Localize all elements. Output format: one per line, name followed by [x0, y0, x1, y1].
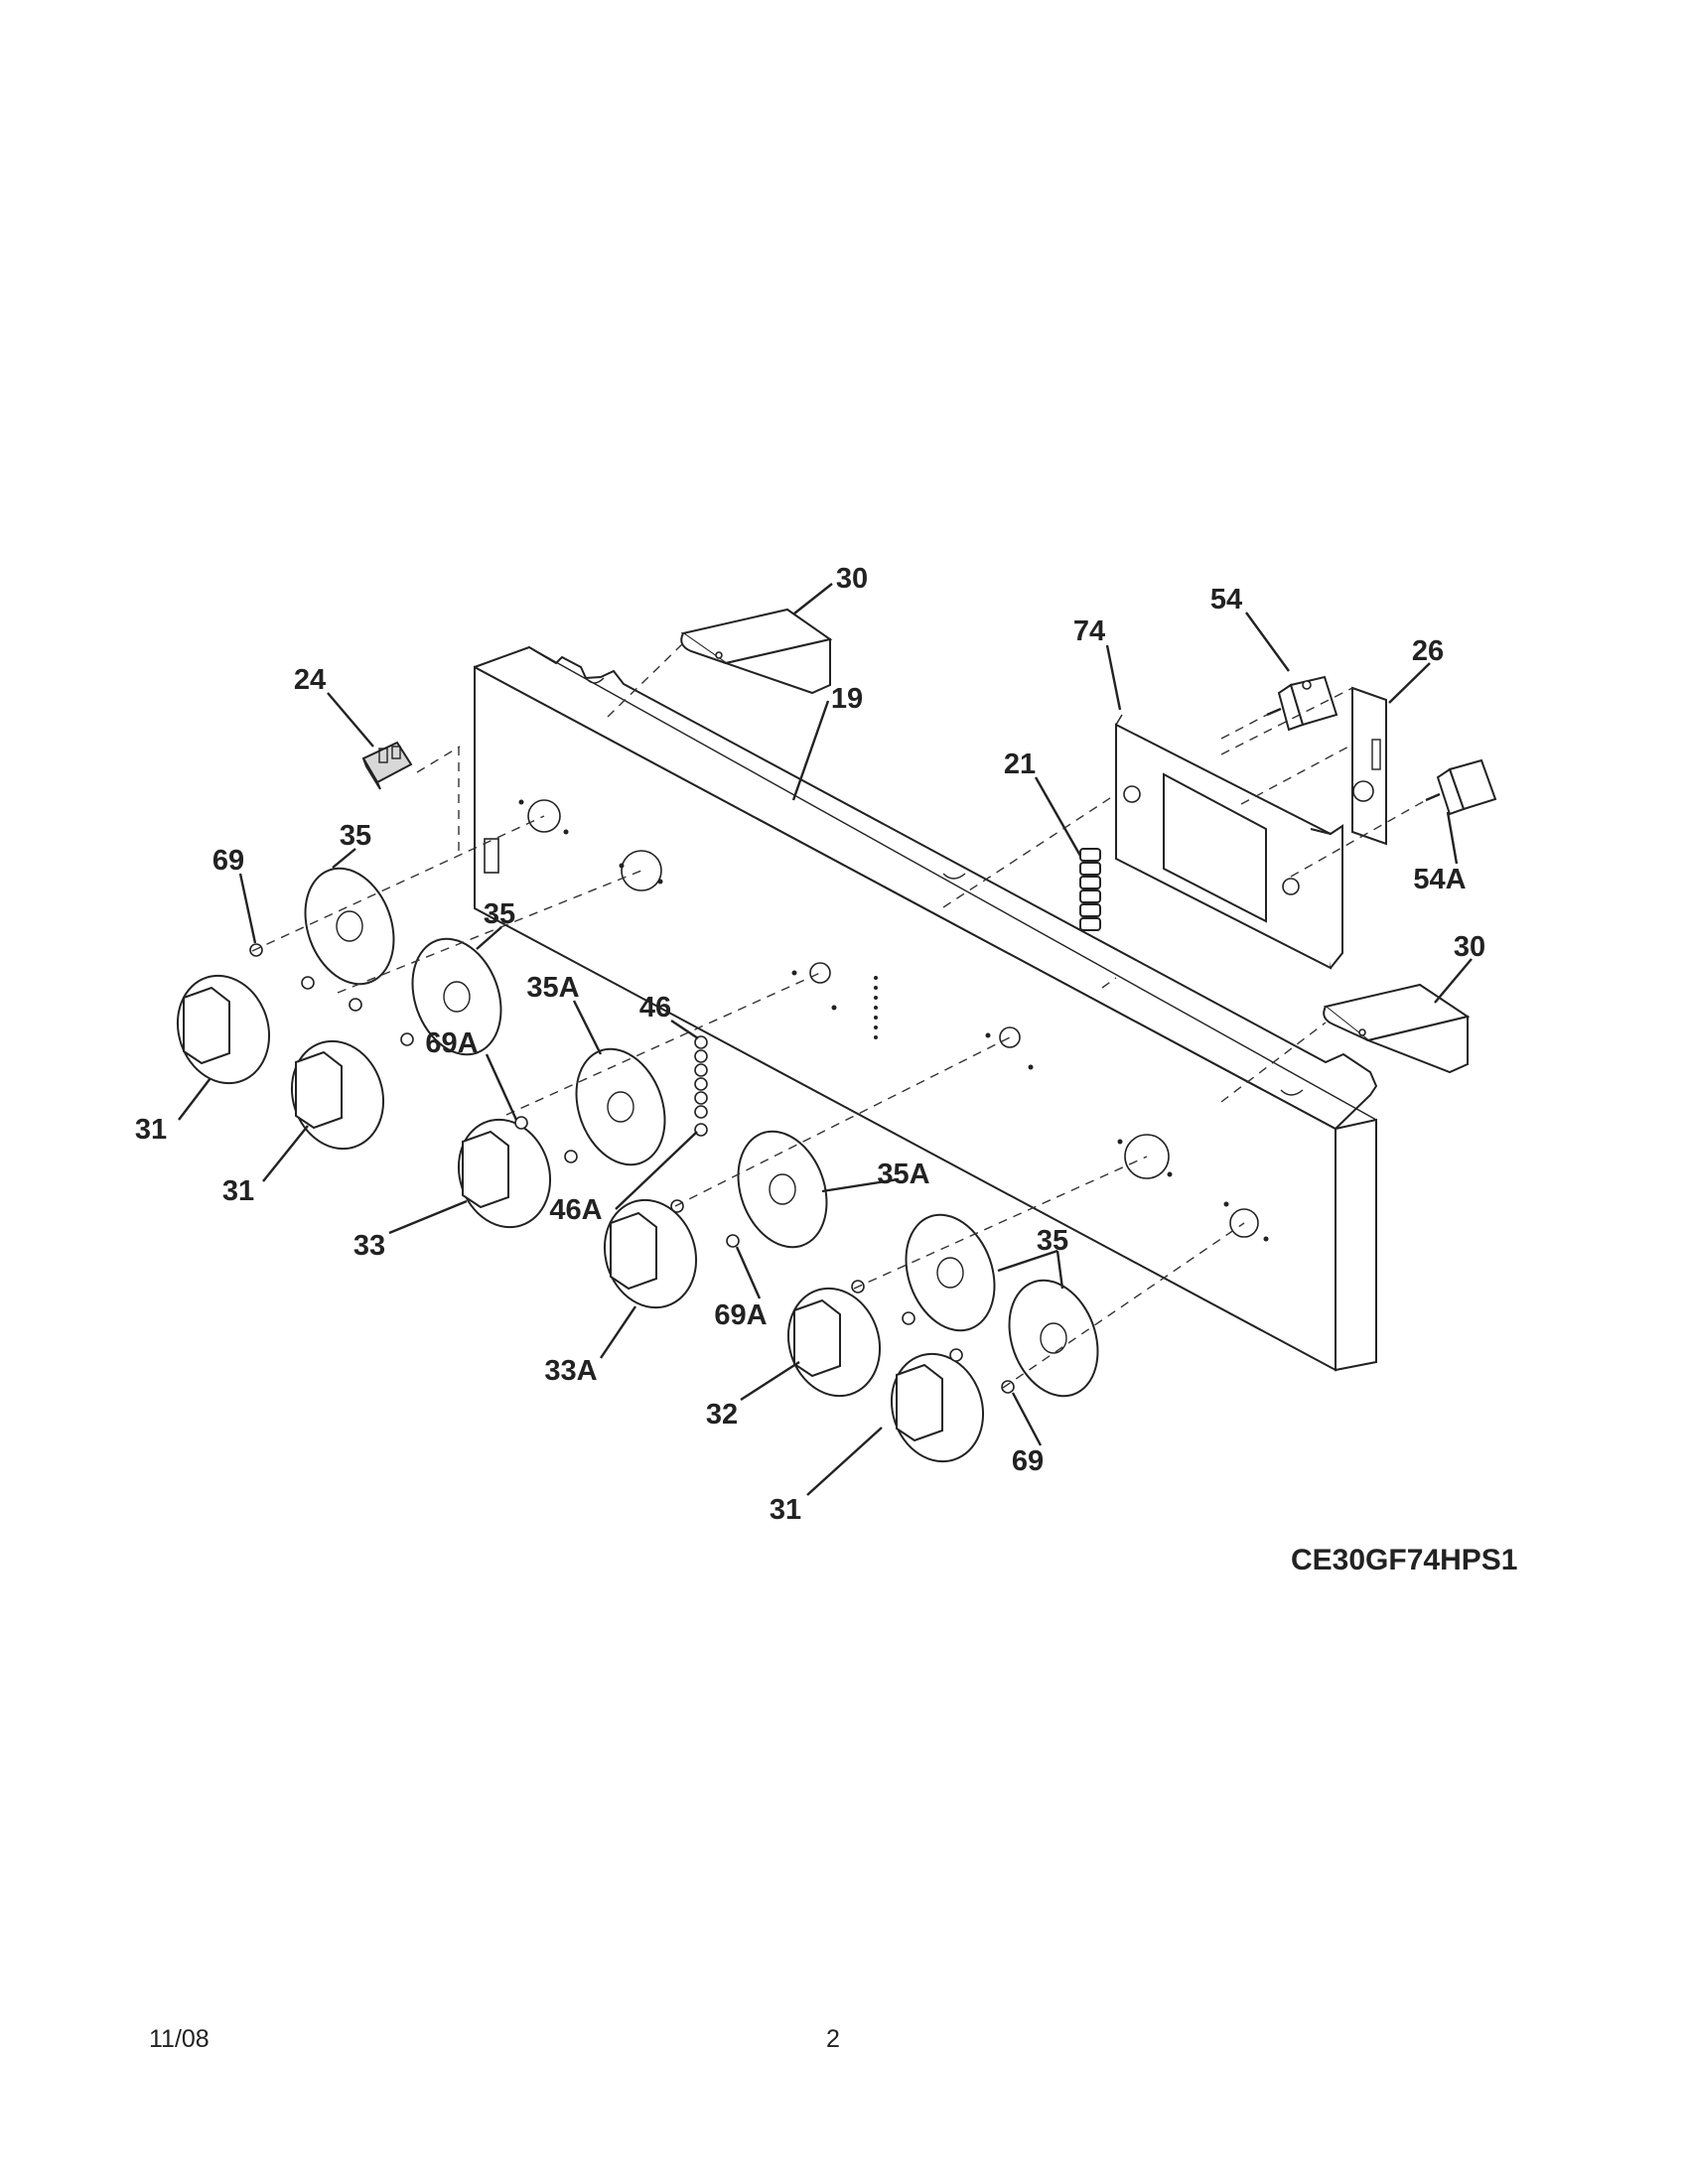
indicator-lights-46	[694, 1035, 708, 1137]
part-label-32: 32	[706, 1399, 738, 1431]
part-label-35A-a: 35A	[526, 972, 579, 1004]
part-label-69A-a: 69A	[425, 1027, 478, 1059]
part-label-69-a: 69	[212, 845, 244, 877]
model-number: CE30GF74HPS1	[1291, 1544, 1518, 1576]
bracket-30-bottom	[1323, 983, 1471, 1074]
control-board-26	[1351, 686, 1387, 846]
part-label-35-a: 35	[340, 820, 371, 852]
part-label-46A: 46A	[549, 1194, 602, 1226]
page-number: 2	[826, 2025, 840, 2053]
part-label-69-b: 69	[1012, 1445, 1044, 1477]
switch-54	[1266, 675, 1338, 732]
rocker-switch-24	[361, 741, 413, 790]
switch-54A	[1425, 758, 1497, 816]
part-label-19: 19	[831, 683, 863, 715]
bracket-30-top	[680, 608, 833, 695]
part-label-26: 26	[1412, 635, 1444, 667]
part-number-labels: 30 19 24 54 74 26 21 35 35 69 54A 30 35A 46 69A 31 31 46A…	[135, 563, 1485, 1526]
screws	[249, 943, 1015, 1394]
part-label-31-c: 31	[770, 1494, 801, 1526]
part-label-30-top: 30	[836, 563, 868, 595]
part-label-54A: 54A	[1413, 864, 1466, 895]
part-label-31-a: 31	[135, 1114, 167, 1146]
terminal-block-21	[1079, 848, 1101, 931]
bracket-74	[1115, 714, 1343, 970]
part-label-46: 46	[639, 992, 671, 1024]
bezels	[304, 867, 1099, 1398]
page-date: 11/08	[149, 2025, 210, 2053]
part-label-54: 54	[1210, 584, 1242, 615]
knobs	[176, 974, 985, 1463]
part-label-31-b: 31	[222, 1175, 254, 1207]
part-label-33: 33	[353, 1230, 385, 1262]
part-label-21: 21	[1004, 749, 1036, 780]
part-label-74: 74	[1073, 615, 1105, 647]
part-label-30-bot: 30	[1454, 931, 1485, 963]
part-label-33A: 33A	[544, 1355, 597, 1387]
part-label-35A-b: 35A	[877, 1159, 929, 1190]
assembly-lines	[251, 642, 1427, 1389]
part-label-35-c: 35	[1037, 1225, 1068, 1257]
leader-lines	[178, 583, 1473, 1496]
part-label-24: 24	[294, 664, 326, 696]
part-label-35-b: 35	[484, 898, 515, 930]
part-label-69A-b: 69A	[714, 1299, 767, 1331]
